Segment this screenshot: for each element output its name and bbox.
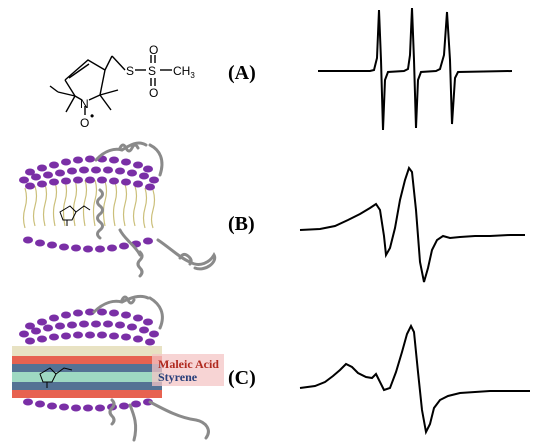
lipid-tails-b [22, 179, 156, 229]
spin-label-b [59, 205, 91, 226]
sulfur-atom-2: S [148, 64, 156, 78]
maleic-band-top [12, 356, 162, 364]
epr-spectrum-a [318, 7, 513, 131]
nitrogen-atom: N [80, 97, 89, 111]
mtsl-molecule [49, 55, 172, 115]
panel-label-b: (B) [228, 213, 255, 235]
spin-label-c [39, 367, 73, 388]
lipid-headgroups-top-b [19, 155, 159, 191]
styrene-label: Styrene [158, 370, 198, 384]
methyl-ch: CH [173, 64, 190, 78]
oxygen-atom: O [80, 116, 89, 130]
radical-dot: • [90, 109, 94, 123]
methyl-subscript: 3 [190, 71, 195, 80]
sulfonyl-oxygen-top: O [149, 43, 158, 57]
smalp-nanodisc-c: Maleic Acid Styrene [12, 294, 224, 442]
sulfonyl-oxygen-bottom: O [149, 86, 158, 100]
protein-ribbon-c [92, 294, 210, 442]
lipid-headgroups-top-c [19, 308, 159, 346]
maleic-acid-label: Maleic Acid [158, 357, 219, 371]
lipid-headgroups-bottom-c [23, 398, 153, 412]
polymer-label-box [152, 354, 224, 386]
protein-ribbon-b [94, 141, 217, 278]
styrene-band-bottom [12, 382, 162, 390]
panel-label-c: (C) [228, 367, 256, 389]
epr-spectrum-c [299, 323, 530, 436]
maleic-band-bottom [12, 390, 162, 398]
lipid-nanodisc-b [19, 141, 217, 278]
panel-label-a: (A) [228, 62, 256, 84]
epr-spectrum-b [299, 165, 525, 283]
sulfur-atom-1: S [126, 64, 134, 78]
lipid-headgroups-bottom-b [23, 236, 153, 253]
teal-band [12, 372, 162, 382]
styrene-band-top [12, 364, 162, 372]
methyl-group: CH3 [173, 64, 195, 80]
